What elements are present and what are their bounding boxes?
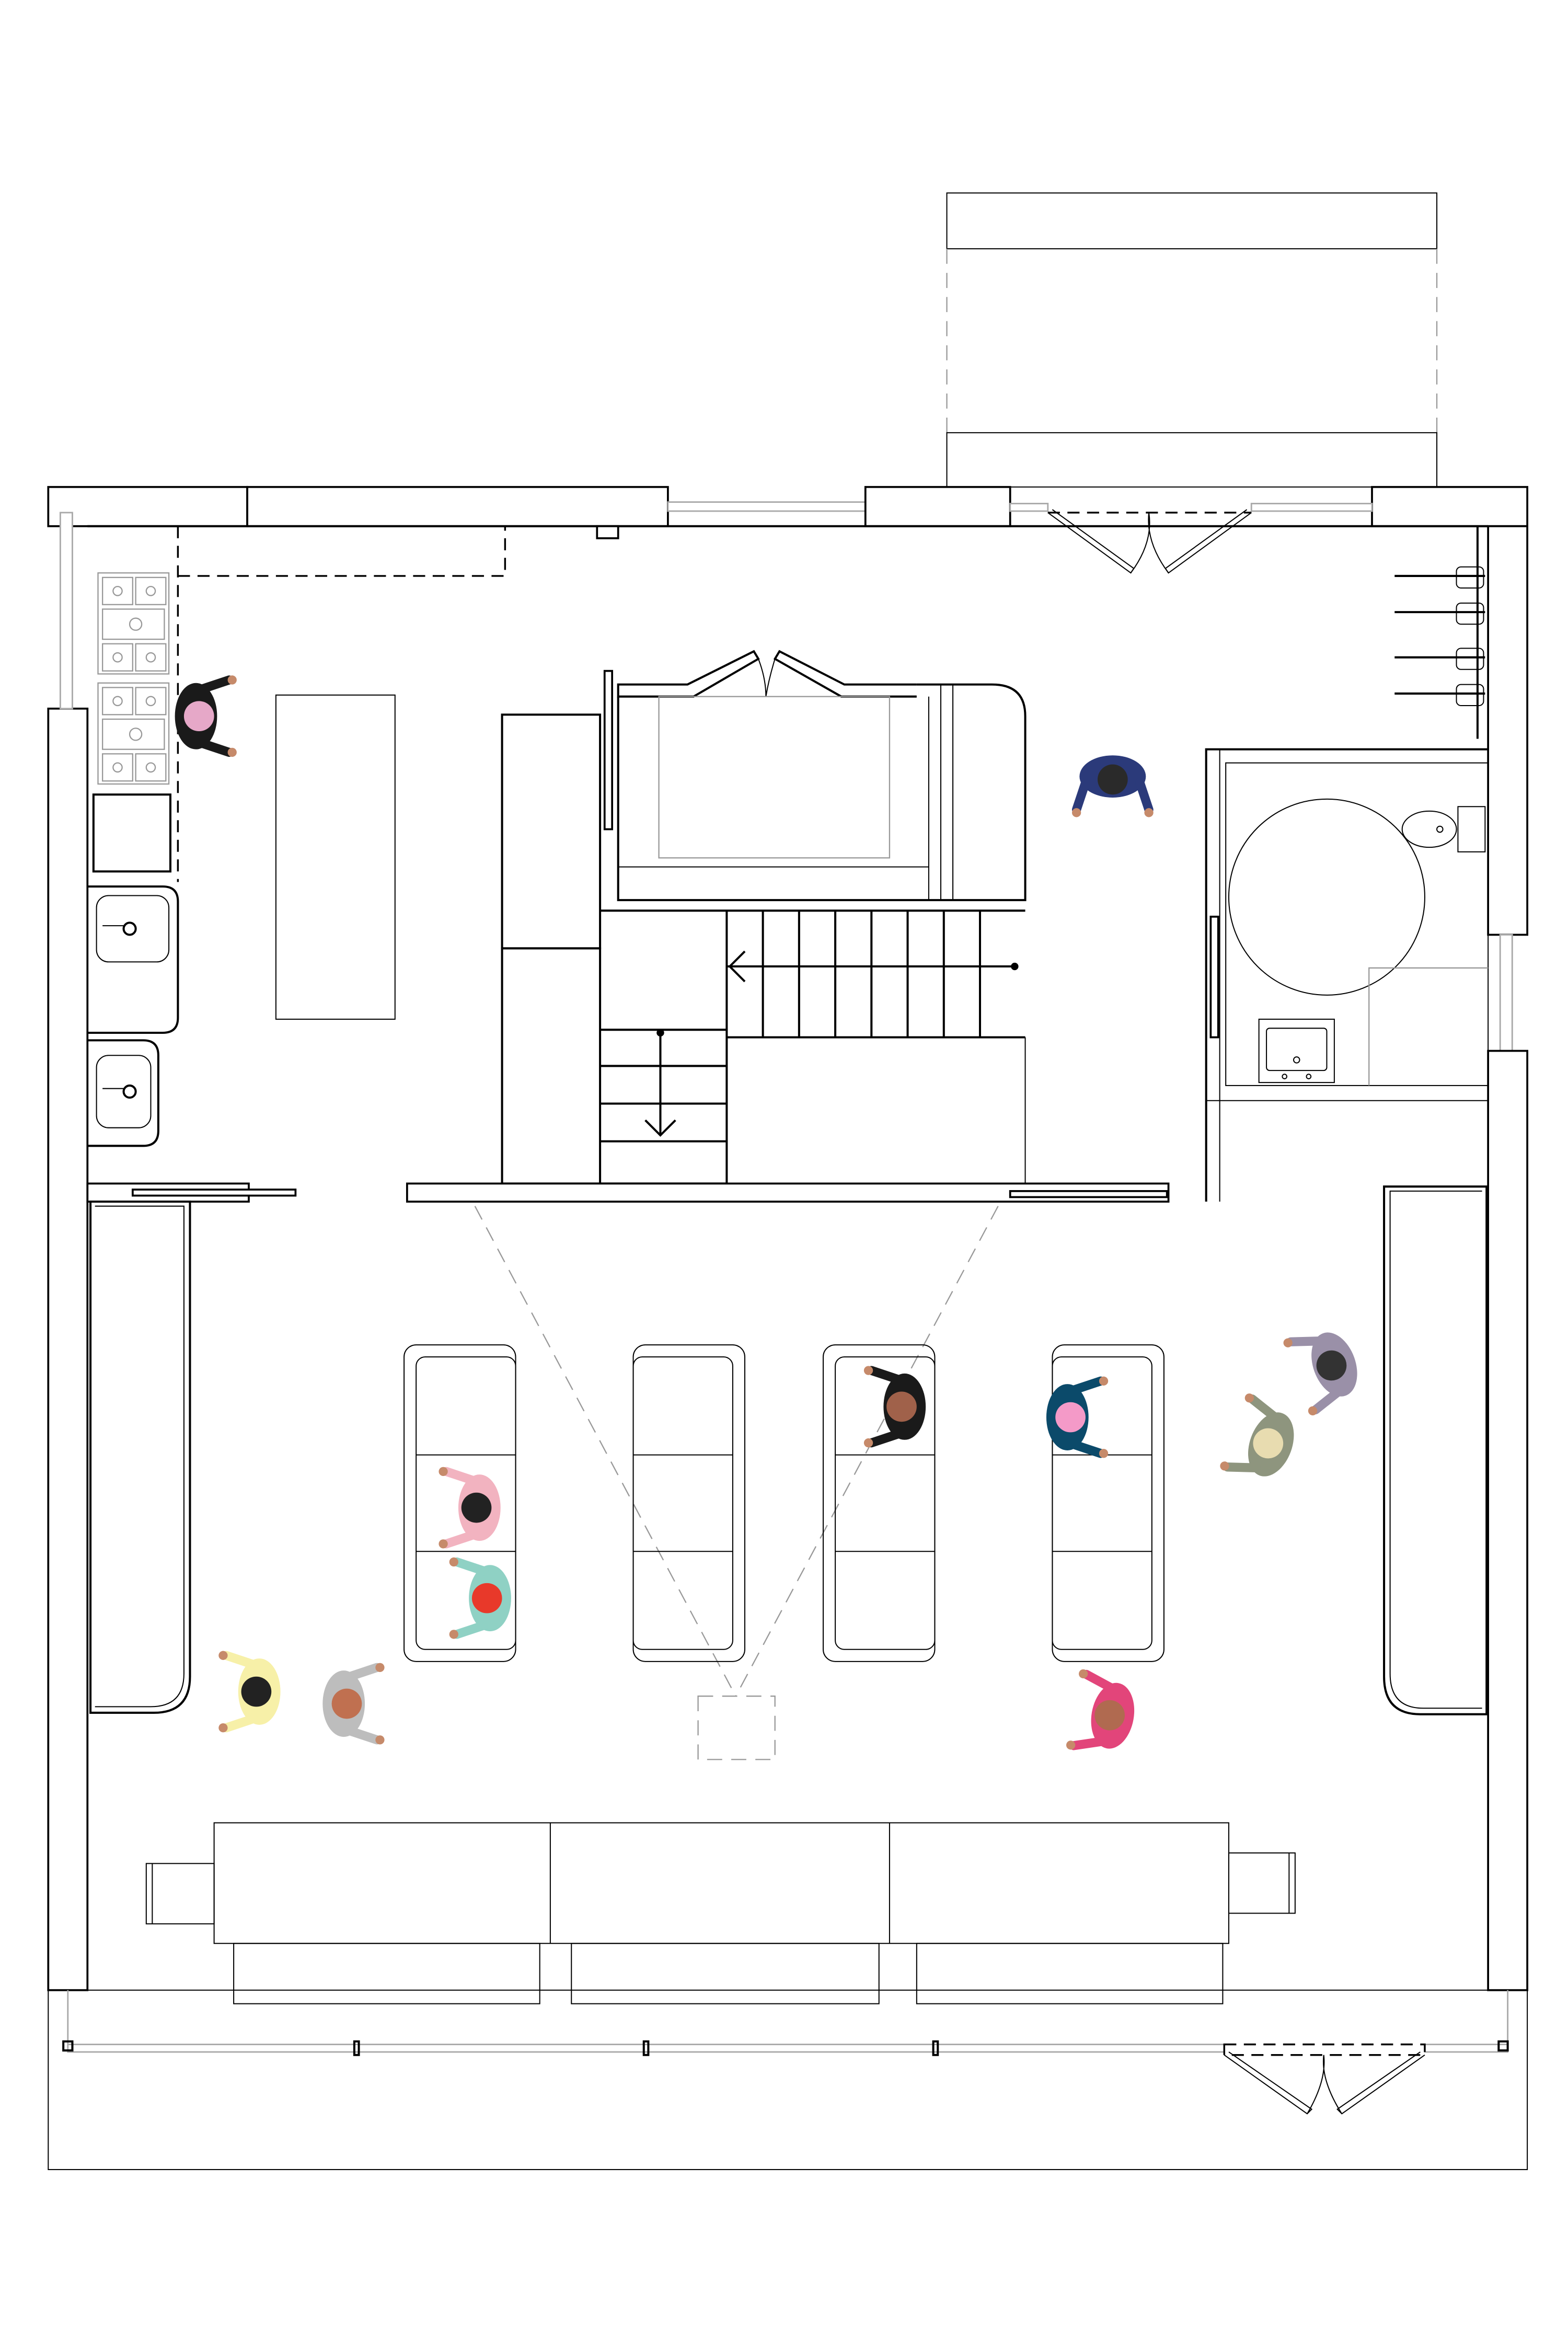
person-hand [1071,808,1081,817]
bottom-window-wall [62,2040,1509,2056]
person-head [1055,1402,1086,1433]
person-cook [175,675,237,757]
person-arms [1223,1394,1279,1472]
person-pink-shirt [439,1467,501,1549]
person-head [886,1391,917,1422]
person-hand [218,1723,228,1733]
stove-top [97,572,170,675]
person-head [331,1688,362,1719]
person-purple-gray [1283,1332,1357,1415]
person-hand [1144,808,1154,817]
person-hand [1079,1669,1088,1679]
person-arms [867,1366,903,1448]
kitchen-sink [87,885,179,1034]
person-arms [1286,1336,1343,1414]
person-navy-shirt [1046,1376,1109,1458]
bathroom-door[interactable] [1209,915,1219,1039]
sofa [822,1344,936,1662]
sliding-door[interactable] [1009,1190,1168,1198]
person-arms [197,675,234,757]
person-arms [452,1557,489,1639]
person-hand [1066,1740,1076,1750]
stove-top [97,682,170,785]
stool [145,1863,215,1924]
entrance-canopy [946,192,1438,488]
person-hand [863,1438,873,1448]
people [175,675,1357,1750]
sofa [403,1344,516,1662]
person-head [1316,1350,1347,1381]
sofa [632,1344,746,1662]
person-teal-shirt [449,1557,511,1639]
person-hand [863,1366,873,1375]
kitchen [87,526,506,1147]
toilet [1401,806,1486,852]
stair-treads-lower [600,1029,727,1185]
person-head [241,1676,272,1707]
person-hand [218,1651,228,1660]
projector [474,1206,999,1760]
person-arms [1069,1669,1116,1750]
person-head [1094,1700,1125,1731]
person-arms [222,1651,258,1733]
person-black-shirt [863,1366,926,1448]
kitchen-island [275,694,396,1020]
wall-bench-right [1383,1185,1488,1715]
person-yellow [218,1651,281,1733]
shower-area [1228,798,1425,996]
oven [92,793,171,873]
person-hand [439,1467,448,1477]
person-hand [1283,1338,1293,1347]
person-hand [1099,1376,1109,1386]
person-walker-navy [1071,755,1154,817]
stool [1228,1852,1296,1914]
person-arms [442,1467,478,1549]
person-hand [1244,1393,1254,1403]
person-head [1253,1428,1284,1459]
person-hand [375,1663,385,1673]
sofa [1052,1344,1165,1662]
sliding-door-panel[interactable] [131,1189,297,1197]
garden-door-bottom[interactable] [1223,2043,1426,2115]
bathroom [1205,748,1489,1202]
person-magenta [1066,1669,1135,1750]
person-hand [439,1539,448,1549]
bar-stools [1394,526,1485,739]
exterior-walls [47,486,1528,2048]
person-hand [1099,1449,1109,1458]
stair-treads-upper [727,910,1025,1039]
person-hand [375,1735,385,1745]
person-olive [1220,1393,1294,1477]
person-hand [227,747,237,757]
site-boundary [48,1989,1528,2170]
person-head [471,1583,502,1613]
person-arms [345,1663,382,1745]
stair-core [406,650,1170,1203]
wall-bench-left [89,1201,191,1714]
kitchen-sink [87,1039,159,1147]
person-hand [227,675,237,685]
person-head [183,701,214,732]
person-head [461,1492,492,1523]
person-hand [449,1557,458,1567]
person-head [1098,764,1128,795]
bathroom-sink [1258,1018,1335,1083]
entrance-door-top[interactable] [1009,503,1373,574]
person-arms [1071,778,1154,814]
dining-table [145,1822,1296,2004]
person-gray [322,1663,385,1745]
person-hand [1308,1406,1318,1415]
person-hand [1220,1461,1229,1471]
person-hand [449,1630,458,1639]
person-arms [1069,1376,1105,1458]
